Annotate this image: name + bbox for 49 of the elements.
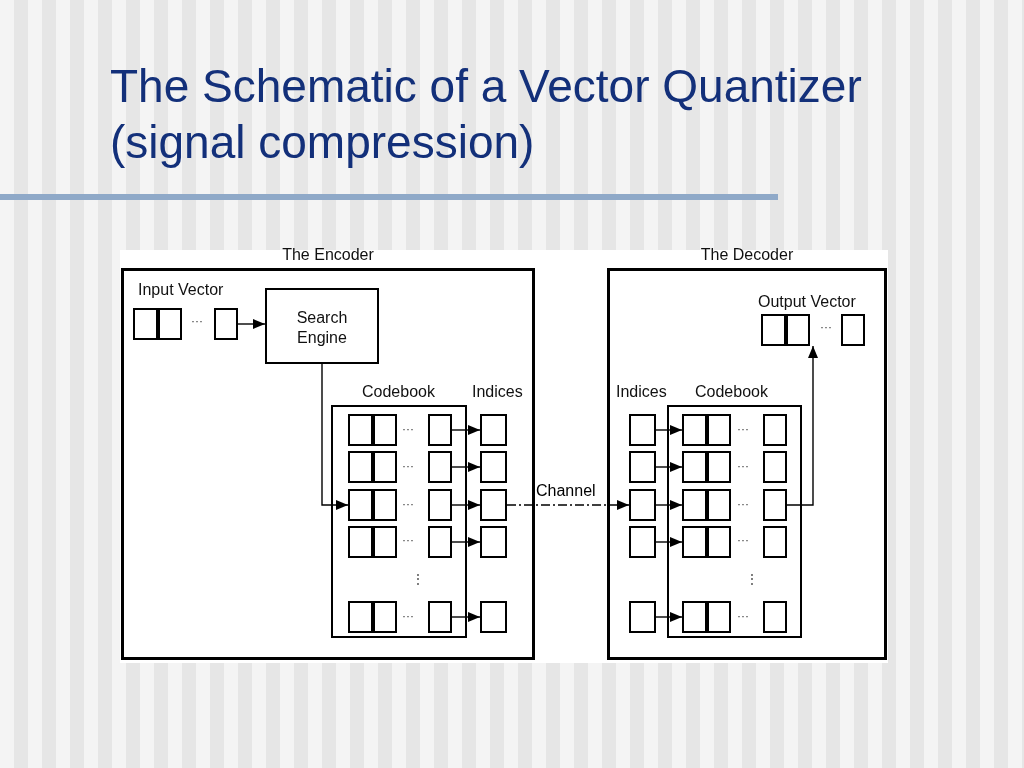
arrow xyxy=(655,537,683,547)
index-cell xyxy=(480,489,507,521)
slide-title: The Schematic of a Vector Quantizer (signal compression) xyxy=(110,59,863,170)
arrow xyxy=(655,462,683,472)
arrow xyxy=(451,612,481,622)
ellipsis: ··· xyxy=(402,609,414,623)
column-heading: Indices xyxy=(472,383,523,401)
search-engine-box xyxy=(265,288,379,364)
arrow xyxy=(655,500,683,510)
panel-heading: The Encoder xyxy=(282,246,374,264)
panel-heading: Codebook xyxy=(695,383,768,401)
arrow xyxy=(321,363,349,510)
ellipsis: ··· xyxy=(737,533,749,547)
index-cell xyxy=(629,414,656,446)
ellipsis: ··· xyxy=(402,497,414,511)
ellipsis: ⋮ xyxy=(746,572,758,586)
arrow xyxy=(237,319,266,329)
index-cell xyxy=(480,601,507,633)
ellipsis: ··· xyxy=(820,320,832,334)
ellipsis: ··· xyxy=(402,459,414,473)
ellipsis: ··· xyxy=(737,609,749,623)
arrow xyxy=(451,537,481,547)
arrow xyxy=(786,345,818,506)
ellipsis: ··· xyxy=(402,533,414,547)
vector-caption: Input Vector xyxy=(138,281,224,299)
arrow xyxy=(451,425,481,435)
ellipsis: ··· xyxy=(191,314,203,328)
index-cell xyxy=(629,489,656,521)
arrow xyxy=(655,612,683,622)
box-label: Search Engine xyxy=(295,308,349,348)
ellipsis: ··· xyxy=(737,422,749,436)
index-cell xyxy=(480,526,507,558)
ellipsis: ··· xyxy=(737,497,749,511)
arrow xyxy=(655,425,683,435)
index-cell xyxy=(629,526,656,558)
ellipsis: ··· xyxy=(402,422,414,436)
column-heading: Indices xyxy=(616,383,667,401)
ellipsis: ⋮ xyxy=(412,572,424,586)
vector-caption: Output Vector xyxy=(758,293,856,311)
ellipsis: ··· xyxy=(737,459,749,473)
index-cell xyxy=(480,451,507,483)
dash-dot-arrow xyxy=(506,500,630,510)
panel-heading: Codebook xyxy=(362,383,435,401)
index-cell xyxy=(629,451,656,483)
index-cell xyxy=(629,601,656,633)
arrow xyxy=(451,462,481,472)
panel-heading: The Decoder xyxy=(700,246,794,264)
index-cell xyxy=(480,414,507,446)
arrow xyxy=(451,500,481,510)
